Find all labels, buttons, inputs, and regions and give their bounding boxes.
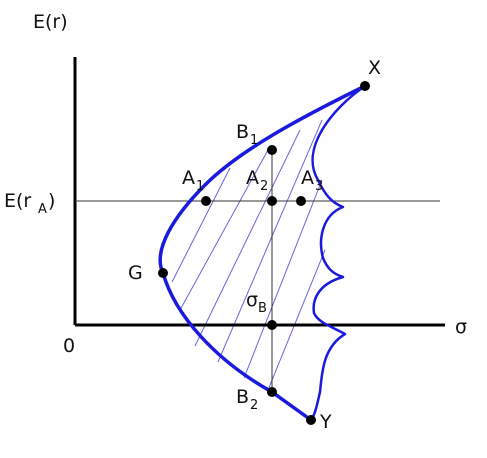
point-y-label: Y xyxy=(319,411,332,433)
point-a3-marker xyxy=(296,196,306,206)
level-label-main: E(r xyxy=(4,190,31,212)
point-x-marker xyxy=(360,81,370,91)
b2-sub: 2 xyxy=(250,398,258,413)
point-sigma-b-marker xyxy=(267,320,277,330)
hatch-line xyxy=(243,179,323,379)
b2-main: B xyxy=(236,386,249,408)
point-g-label: G xyxy=(128,262,143,284)
point-b2-label: B 2 xyxy=(236,386,258,413)
point-a2-label: A 2 xyxy=(246,167,268,194)
a3-sub: 3 xyxy=(315,179,323,194)
efficient-frontier-curve xyxy=(158,84,367,422)
point-a2-marker xyxy=(267,196,277,206)
x-axis-label: σ xyxy=(455,316,467,338)
a1-main: A xyxy=(182,167,195,189)
level-label-close: ) xyxy=(48,190,55,212)
a2-main: A xyxy=(246,167,259,189)
y-axis-label: E(r) xyxy=(33,11,68,33)
level-label-sub: A xyxy=(38,202,47,217)
sigma-b-sub: B xyxy=(258,301,267,316)
a2-sub: 2 xyxy=(260,179,268,194)
expected-return-level-label: E(r A ) xyxy=(4,190,55,217)
point-a1-label: A 1 xyxy=(182,167,204,194)
point-b2-marker xyxy=(267,387,277,397)
sigma-b-main: σ xyxy=(246,289,258,311)
point-b1-label: B 1 xyxy=(236,121,258,148)
hatch-line xyxy=(171,167,231,283)
hatch-line xyxy=(194,129,301,347)
hatch-line xyxy=(267,249,326,391)
hatch-line xyxy=(217,119,323,363)
feasible-set-right-boundary xyxy=(309,84,366,421)
feasible-set-hatching xyxy=(171,119,326,391)
sigma-b-label: σ B xyxy=(246,289,267,316)
point-g-marker xyxy=(158,268,168,278)
origin-label: 0 xyxy=(63,335,75,357)
b1-sub: 1 xyxy=(250,133,258,148)
b1-main: B xyxy=(236,121,249,143)
point-y-marker xyxy=(306,415,316,425)
point-x-label: X xyxy=(368,57,381,79)
a3-main: A xyxy=(301,167,314,189)
point-a1-marker xyxy=(201,196,211,206)
a1-sub: 1 xyxy=(196,179,204,194)
point-a3-label: A 3 xyxy=(301,167,323,194)
point-b1-marker xyxy=(267,145,277,155)
hatch-line xyxy=(179,149,269,311)
